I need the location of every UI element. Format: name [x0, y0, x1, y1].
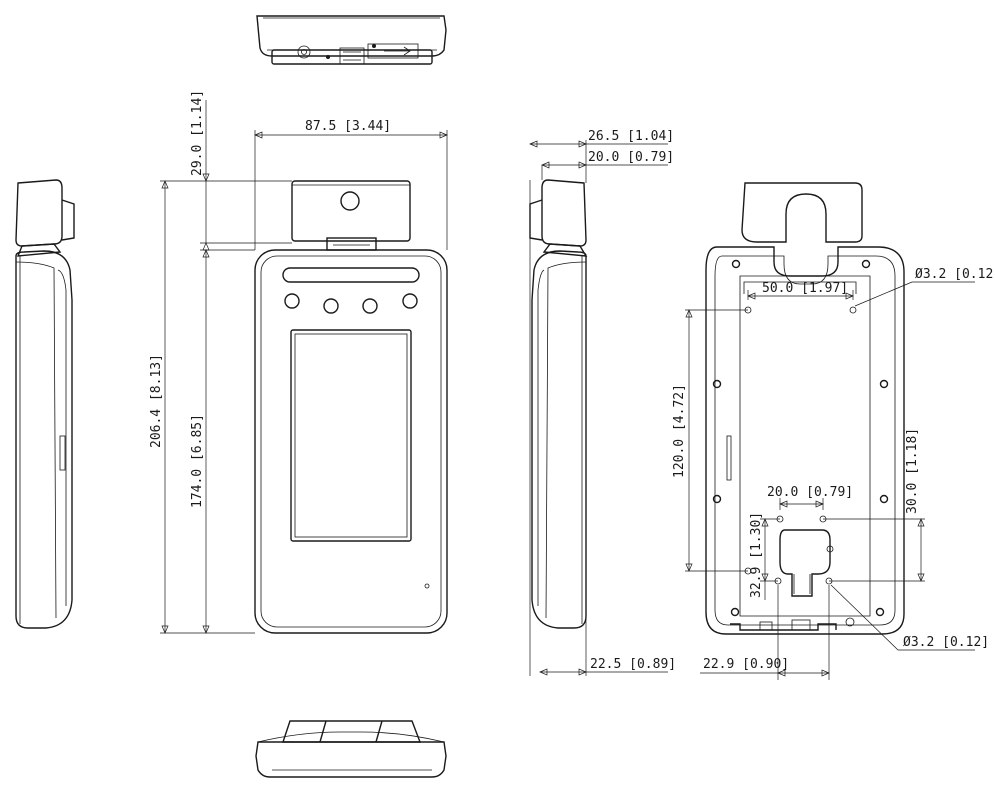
front-dimension-lines [160, 100, 448, 634]
side-dimension-lines [529, 140, 668, 676]
back-right-offset-label: 30.0 [1.18] [905, 428, 920, 514]
back-view [705, 182, 905, 635]
bottom-view [255, 720, 447, 778]
side-top-depth-label: 26.5 [1.04] [588, 129, 674, 144]
front-width-label: 87.5 [3.44] [305, 119, 391, 134]
back-top-hole-diameter-label: Ø3.2 [0.12] [915, 267, 995, 282]
top-view [256, 15, 447, 65]
body-height-label: 174.0 [6.85] [190, 414, 205, 508]
back-bottom-hole-diameter-label: Ø3.2 [0.12] [903, 635, 989, 650]
back-bottom-offset-label: 22.9 [0.90] [703, 657, 789, 672]
overall-height-label: 206.4 [8.13] [149, 354, 164, 448]
side-camera-depth-label: 20.0 [0.79] [588, 150, 674, 165]
right-side-view [529, 179, 588, 629]
back-top-hole-spacing-label: 50.0 [1.97] [762, 281, 848, 296]
back-bracket-height-label: 32.9 [1.30] [749, 512, 764, 598]
left-side-view [15, 179, 75, 629]
camera-height-label: 29.0 [1.14] [190, 90, 205, 176]
back-dimension-lines [685, 281, 975, 680]
front-view [254, 180, 448, 634]
back-vertical-spacing-label: 120.0 [4.72] [672, 384, 687, 478]
side-body-depth-label: 22.5 [0.89] [590, 657, 676, 672]
back-lower-hole-spacing-label: 20.0 [0.79] [767, 485, 853, 500]
